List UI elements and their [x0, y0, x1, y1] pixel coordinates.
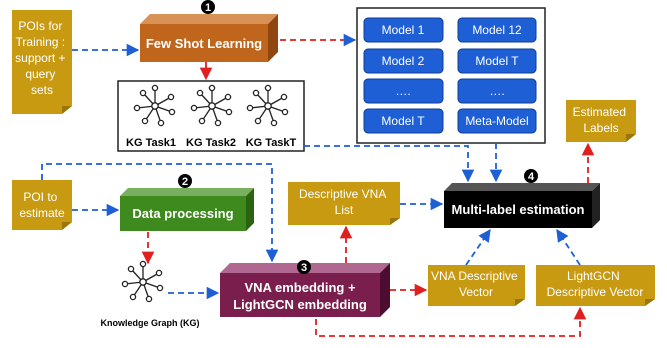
- svg-text:4: 4: [528, 171, 535, 183]
- data-processing-box: Data processing: [120, 188, 254, 231]
- few-shot-learning-box: Few Shot Learning: [140, 14, 278, 62]
- svg-text:LightGCN Descriptive Vec: LightGCN Descriptive Vector: [547, 269, 644, 299]
- svg-text:Descriptive VNA List: Descriptive VNA List: [299, 187, 389, 217]
- poi-estimate-line1: POI to: [23, 190, 57, 204]
- svg-text:POIs for Training :: POIs for Training : support + query sets: [15, 19, 69, 97]
- step-2-badge: 2: [178, 174, 192, 188]
- model-box-right-4: Meta-Model: [457, 108, 537, 134]
- estimated-labels-line1: Estimated: [573, 105, 626, 119]
- svg-text:….: ….: [489, 84, 504, 98]
- svg-text:Model T: Model T: [475, 54, 519, 68]
- embedding-box: VNA embedding + LightGCN embedding: [220, 263, 390, 317]
- step-3-badge: 3: [297, 260, 311, 274]
- svg-text:3: 3: [301, 262, 307, 274]
- svg-text:Estimated Labels: Estimated Labels: [573, 105, 630, 135]
- lightgcn-vector-line2: Descriptive Vector: [547, 285, 644, 299]
- kg-tasks-panel: KG Task1 KG Task2 KG TaskT: [117, 80, 305, 152]
- svg-text:1: 1: [205, 2, 211, 14]
- models-panel: Model 1 Model 2 …. Model T Model 12 Mode…: [356, 7, 546, 144]
- model-box-left-4: Model T: [363, 108, 444, 134]
- arrow-vnavector-to-multilabel: [465, 228, 491, 266]
- model-box-left-3: ….: [363, 78, 444, 104]
- vna-vector-line1: VNA Descriptive: [431, 269, 518, 283]
- vna-list-line1: Descriptive VNA: [299, 187, 386, 201]
- svg-text:Model T: Model T: [381, 114, 425, 128]
- estimated-labels-line2: Labels: [583, 121, 618, 135]
- vna-vector-line2: Vector: [459, 285, 493, 299]
- training-pois-line3: support +: [15, 51, 65, 65]
- descriptive-vna-list-note: Descriptive VNA List: [288, 182, 400, 225]
- vna-descriptive-vector-note: VNA Descriptive Vector: [428, 265, 525, 306]
- kg-taskT-label: KG TaskT: [246, 137, 297, 149]
- training-pois-line4: query: [25, 67, 55, 81]
- model-box-right-3: ….: [457, 78, 537, 104]
- embedding-label-line1: VNA embedding +: [244, 280, 356, 295]
- training-pois-note: POIs for Training : support + query sets: [12, 10, 72, 114]
- training-pois-line2: Training :: [16, 35, 66, 49]
- step-4-badge: 4: [524, 169, 538, 183]
- poi-estimate-line2: estimate: [19, 206, 65, 220]
- svg-text:Meta-Model: Meta-Model: [465, 114, 528, 128]
- svg-text:….: ….: [395, 84, 410, 98]
- lightgcn-descriptive-vector-note: LightGCN Descriptive Vector: [536, 265, 655, 306]
- arrow-lightgcnvector-to-multilabel: [556, 228, 581, 266]
- svg-text:POI to estimate: POI to estimate: [19, 190, 65, 220]
- arrow-poi-to-embedding: [41, 163, 279, 263]
- vna-list-line2: List: [335, 203, 354, 217]
- poi-to-estimate-note: POI to estimate: [12, 180, 72, 230]
- estimated-labels-note: Estimated Labels: [566, 100, 636, 142]
- multi-label-label: Multi-label estimation: [452, 202, 585, 217]
- arrow-kgtasks-to-multilabel: [304, 145, 475, 183]
- model-box-left-1: Model 1: [363, 17, 444, 43]
- multi-label-estimation-box: Multi-label estimation: [444, 183, 600, 228]
- kg-task1-label: KG Task1: [126, 137, 176, 149]
- data-processing-label: Data processing: [132, 206, 233, 221]
- embedding-label-line2: LightGCN embedding: [233, 297, 367, 312]
- model-box-left-2: Model 2: [363, 48, 444, 74]
- svg-text:VNA Descriptive Vector: VNA Descriptive Vector: [431, 269, 521, 299]
- training-pois-line1: POIs for: [18, 19, 62, 33]
- svg-text:2: 2: [182, 176, 188, 188]
- kg-task2-label: KG Task2: [186, 137, 236, 149]
- svg-text:Model 1: Model 1: [382, 23, 425, 37]
- training-pois-line5: sets: [31, 83, 53, 97]
- knowledge-graph-label: Knowledge Graph (KG): [101, 318, 200, 328]
- svg-text:Model 12: Model 12: [472, 23, 522, 37]
- model-box-right-1: Model 12: [457, 17, 537, 43]
- step-1-badge: 1: [201, 0, 215, 14]
- few-shot-label: Few Shot Learning: [146, 36, 262, 51]
- svg-text:Model 2: Model 2: [382, 54, 425, 68]
- knowledge-graph-icon: [121, 260, 164, 303]
- arrow-embedding-to-lightgcnvector: [315, 306, 587, 337]
- lightgcn-vector-line1: LightGCN: [567, 269, 620, 283]
- model-box-right-2: Model T: [457, 48, 537, 74]
